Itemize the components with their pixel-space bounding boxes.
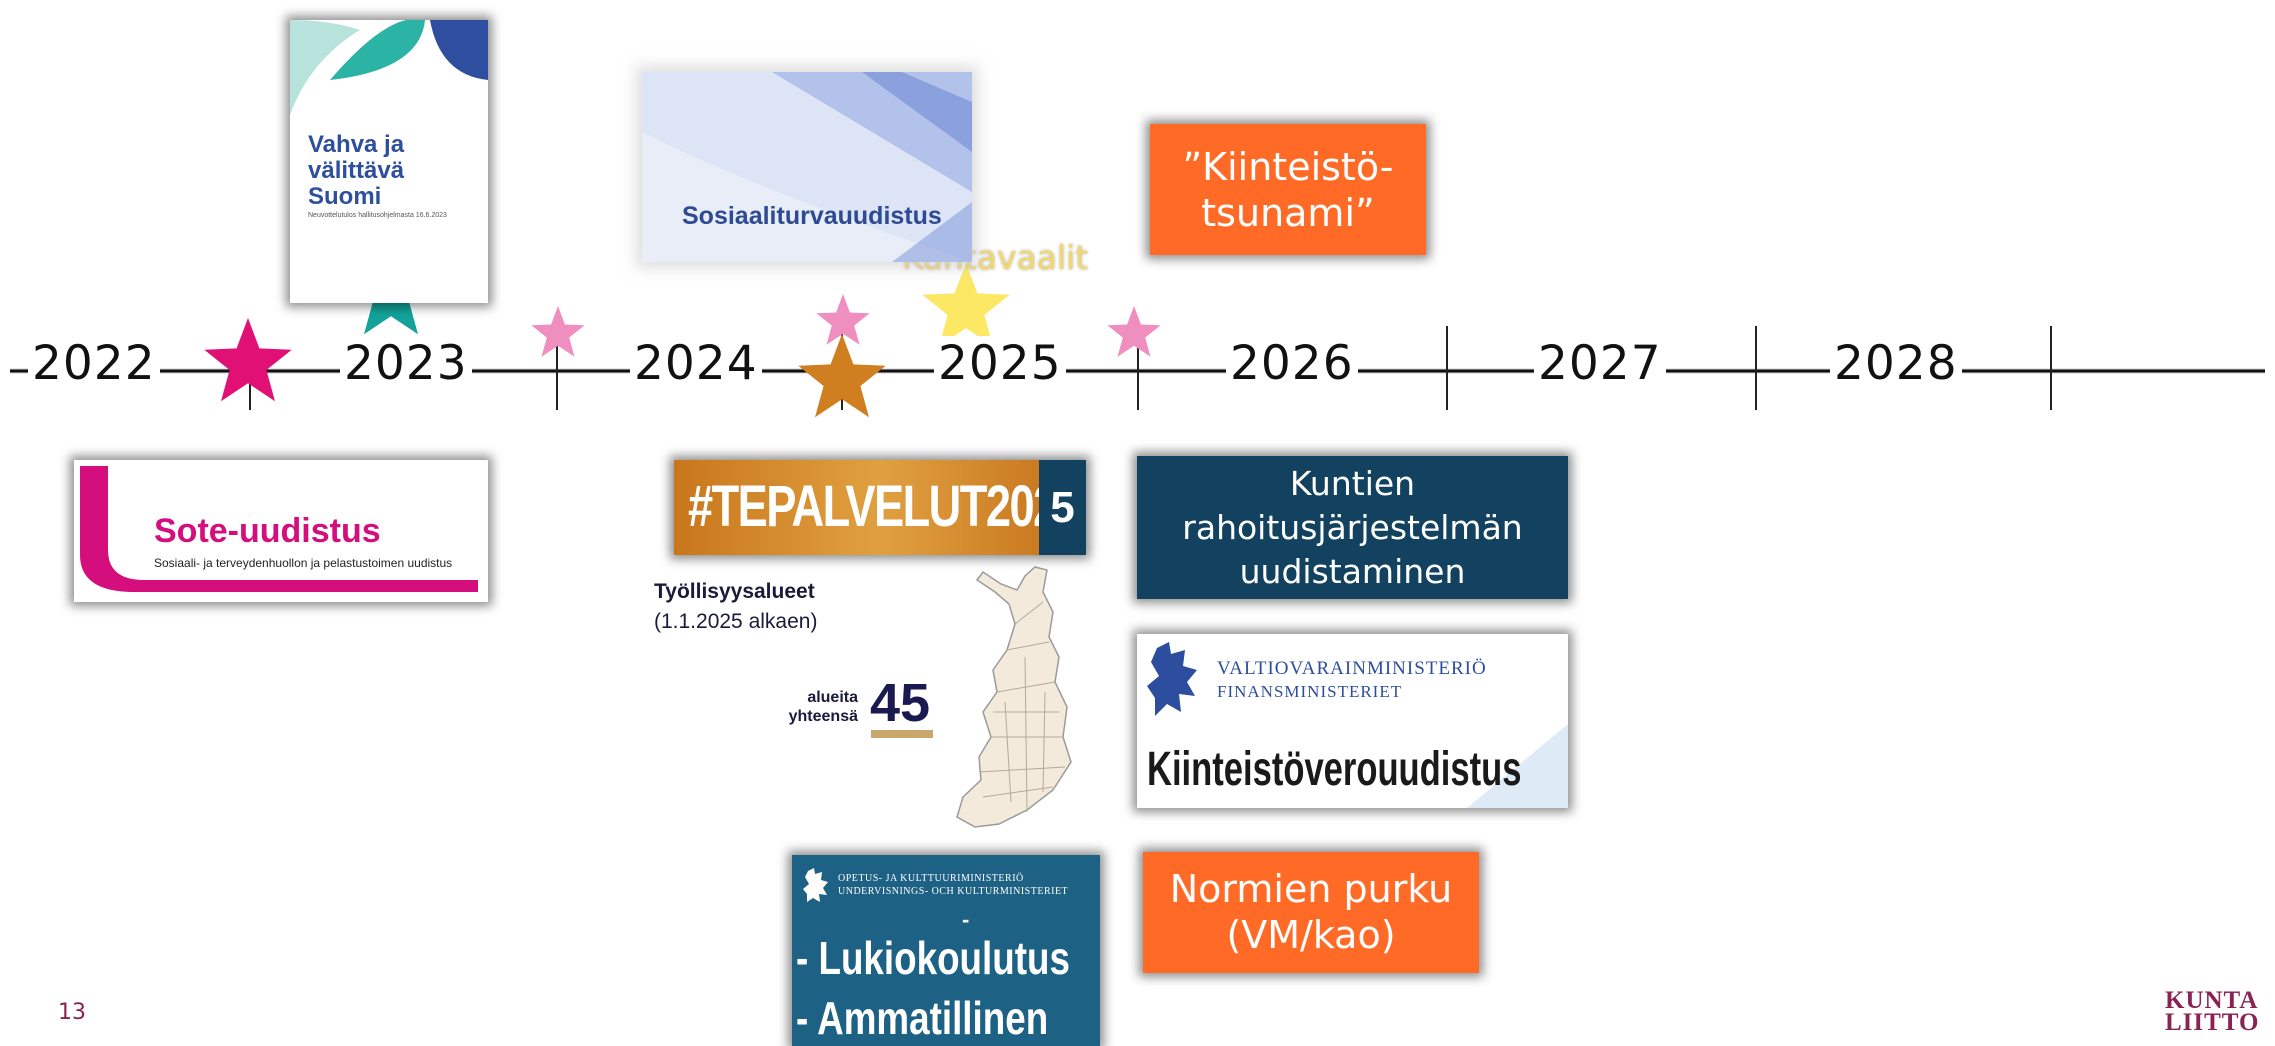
kiinteisto-tsunami-box: ”Kiinteistö- tsunami” bbox=[1150, 124, 1426, 255]
year-2025: 2025 bbox=[934, 336, 1066, 391]
star-2022-magenta bbox=[204, 318, 292, 402]
sosiaaliturva-card: Sosiaaliturvauudistus bbox=[642, 72, 972, 262]
kiinteistovero-title: Kiinteistöverouudistus bbox=[1147, 743, 1522, 796]
sote-subtitle: Sosiaali- ja terveydenhuollon ja pelastu… bbox=[154, 556, 453, 570]
tyollisyysalueet-subtitle: (1.1.2025 alkaen) bbox=[654, 610, 818, 633]
hallitusohjelma-cover: Vahva ja välittävä Suomi Neuvottelutulos… bbox=[290, 20, 488, 303]
year-2028: 2028 bbox=[1830, 336, 1962, 391]
year-2022: 2022 bbox=[28, 336, 160, 391]
vm-name-fi: VALTIOVARAINMINISTERIÖ bbox=[1217, 658, 1487, 679]
sote-swoosh bbox=[80, 466, 478, 592]
okm-dash: - bbox=[962, 907, 970, 932]
year-2026: 2026 bbox=[1226, 336, 1358, 391]
kiinteistovero-bg bbox=[1467, 724, 1568, 808]
page-number: 13 bbox=[58, 1000, 86, 1025]
cover-title: Vahva ja välittävä Suomi bbox=[308, 131, 405, 210]
vm-name-sv: FINANSMINISTERIET bbox=[1217, 682, 1403, 701]
star-kuntavaalit-yellow bbox=[922, 263, 1010, 347]
alueita-label: alueita yhteensä bbox=[788, 689, 858, 725]
okm-name-fi: OPETUS- JA KULTTUURIMINISTERIÖ bbox=[838, 873, 1024, 884]
okm-card: OPETUS- JA KULTTUURIMINISTERIÖ UNDERVISN… bbox=[792, 855, 1100, 1046]
timeline-ticks bbox=[249, 326, 2052, 410]
sote-title: Sote-uudistus bbox=[154, 512, 381, 550]
sote-uudistus-card: Sote-uudistus Sosiaali- ja terveydenhuol… bbox=[74, 460, 488, 602]
lion-emblem-icon bbox=[1147, 642, 1197, 716]
sosiaaliturva-title: Sosiaaliturvauudistus bbox=[682, 202, 942, 230]
sosiaaliturva-decoration bbox=[642, 72, 972, 262]
finland-map-icon bbox=[956, 566, 1072, 828]
cover-subtitle: Neuvottelutulos hallitusohjelmasta 16.6.… bbox=[308, 212, 447, 219]
alueita-underline bbox=[871, 730, 933, 738]
star-2024-orange bbox=[798, 334, 886, 418]
tyollisyysalueet-title: Työllisyysalueet bbox=[654, 580, 815, 603]
star-2024-pink bbox=[816, 294, 870, 345]
star-2025-pink bbox=[1107, 306, 1161, 357]
normien-purku-box: Normien purku (VM/kao) bbox=[1143, 852, 1479, 973]
tepalvelut-text: #TEPALVELUT202 bbox=[688, 474, 1058, 539]
alueita-count: 45 bbox=[870, 673, 931, 733]
kuntaliitto-logo: KUNTA LIITTO bbox=[2165, 990, 2260, 1034]
year-2027: 2027 bbox=[1534, 336, 1666, 391]
year-2023: 2023 bbox=[340, 336, 472, 391]
okm-name-sv: UNDERVISNINGS- OCH KULTURMINISTERIET bbox=[838, 886, 1069, 897]
star-2023-pink bbox=[531, 306, 585, 357]
kiinteistovero-card: VALTIOVARAINMINISTERIÖ FINANSMINISTERIET… bbox=[1137, 634, 1568, 808]
okm-item-ammatillinen: - Ammatillinen bbox=[796, 992, 1049, 1044]
okm-item-lukiokoulutus: - Lukiokoulutus bbox=[796, 932, 1070, 984]
tepalvelut-last-digit: 5 bbox=[1039, 460, 1086, 555]
tepalvelut-banner: #TEPALVELUT202 5 bbox=[674, 460, 1086, 555]
okm-lion-icon bbox=[803, 868, 828, 902]
year-2024: 2024 bbox=[630, 336, 762, 391]
cover-decoration bbox=[290, 20, 488, 115]
rahoitus-uudistus-box: Kuntien rahoitusjärjestelmän uudistamine… bbox=[1137, 456, 1568, 599]
